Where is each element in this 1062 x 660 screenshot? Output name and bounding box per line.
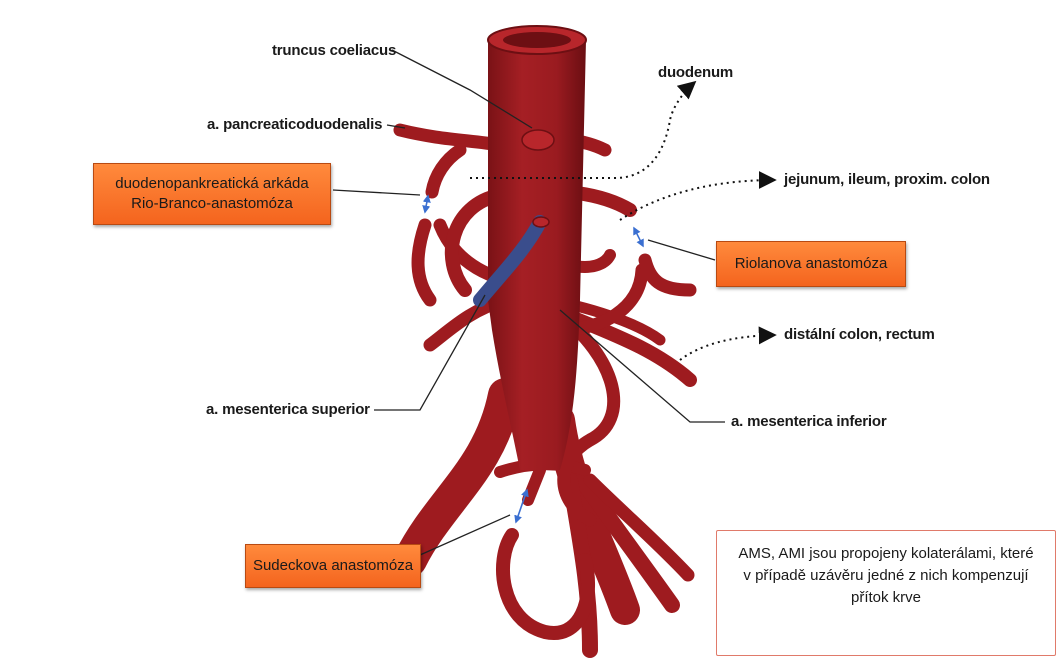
arkada-leader	[332, 189, 421, 196]
riolan-arrow	[633, 226, 644, 248]
label-truncus-coeliacus: truncus coeliacus	[272, 42, 397, 59]
pancreaticoduodenal-artery	[425, 143, 467, 199]
note-line-3: přítok krve	[850, 589, 922, 606]
arcade-left	[411, 218, 437, 307]
box-arkada-line-1: duodenopankreatická arkáda	[115, 175, 309, 192]
note-line-1: AMS, AMI jsou propojeny kolaterálami, kt…	[738, 545, 1034, 562]
box-sudeck-label: Sudeckova anastomóza	[252, 557, 414, 574]
sudeck-stub-artery	[522, 464, 546, 506]
sudeck-leader	[419, 514, 511, 556]
sudeck-loop-artery	[496, 528, 596, 640]
box-sudeck: Sudeckova anastomóza	[245, 544, 421, 588]
riolan-leader	[647, 239, 716, 261]
box-arkada-line-2: Rio-Branco-anastomóza	[131, 195, 293, 212]
pelvic-branch	[583, 473, 695, 582]
ami-leader	[559, 309, 725, 423]
distalni-pointer	[679, 326, 777, 361]
vein-end	[532, 216, 550, 228]
leader-lines	[332, 49, 725, 556]
sudeck-arrow	[514, 488, 529, 524]
duodenum-pointer	[470, 80, 697, 179]
label-jejunum: jejunum, ileum, proxim. colon	[784, 171, 990, 188]
box-arkada: duodenopankreatická arkáda Rio-Branco-an…	[93, 163, 331, 225]
pancreaticoduodenal-artery	[393, 123, 507, 152]
note-box: AMS, AMI jsou propojeny kolaterálami, kt…	[716, 530, 1056, 656]
note-line-2: v případě uzávěru jedné z nich kompenzuj…	[743, 567, 1029, 584]
label-pancreaticoduodenalis: a. pancreaticoduodenalis	[207, 116, 383, 133]
vein	[473, 215, 547, 307]
truncus-leader	[391, 49, 533, 129]
left-iliac-artery	[393, 378, 522, 577]
arkada-arrow	[422, 194, 431, 214]
label-ami: a. mesenterica inferior	[731, 413, 887, 430]
ami-sigmoid-artery	[548, 303, 620, 527]
pancreatico-leader	[386, 124, 406, 129]
ams-leader	[374, 294, 486, 411]
label-ams: a. mesenterica superior	[206, 401, 370, 418]
celiac-origin	[521, 129, 555, 151]
aorta	[488, 40, 586, 470]
box-riolan-label: Riolanova anastomóza	[734, 255, 888, 272]
pelvic-branch	[567, 462, 680, 613]
aorta-lumen	[503, 32, 571, 48]
anastomosis-arrows	[422, 194, 644, 524]
jejunum-pointer	[619, 171, 777, 221]
label-duodenum: duodenum	[658, 64, 734, 81]
box-riolan: Riolanova anastomóza	[716, 241, 906, 287]
riolan-right-arc	[638, 253, 697, 297]
label-distalni-colon: distální colon, rectum	[784, 326, 935, 343]
